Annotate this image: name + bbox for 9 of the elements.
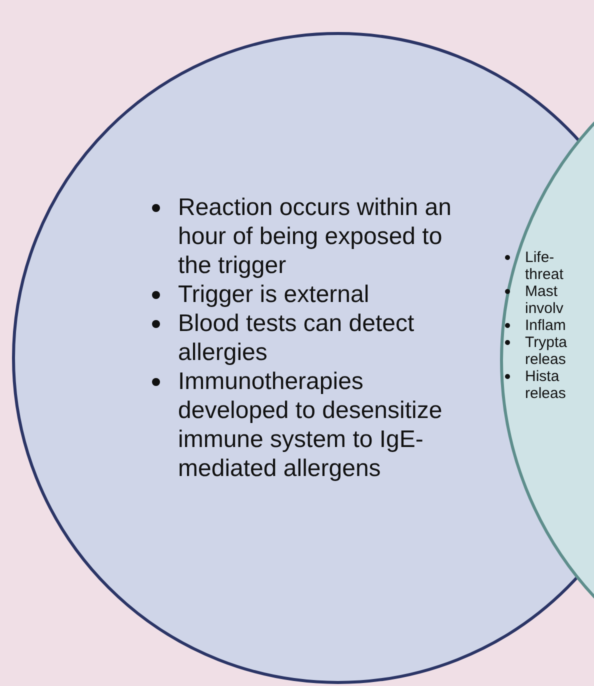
bullet-item: Mast involv (525, 283, 564, 317)
bullet-item: Life- threat (525, 249, 564, 283)
bullet-item: Trigger is external (178, 281, 370, 308)
bullet-item: Immunotherapies developed to desensitize immune system to IgE-mediated allergens (178, 368, 442, 482)
bullet-item: Blood tests can detect allergies (178, 310, 414, 366)
bullet-item: Reaction occurs within an hour of being exposed to the trigger (178, 194, 452, 279)
bullet-item: Inflam (525, 317, 566, 334)
bullet-item: Hista releas (525, 368, 566, 402)
bullet-item: Trypta releas (525, 334, 567, 368)
